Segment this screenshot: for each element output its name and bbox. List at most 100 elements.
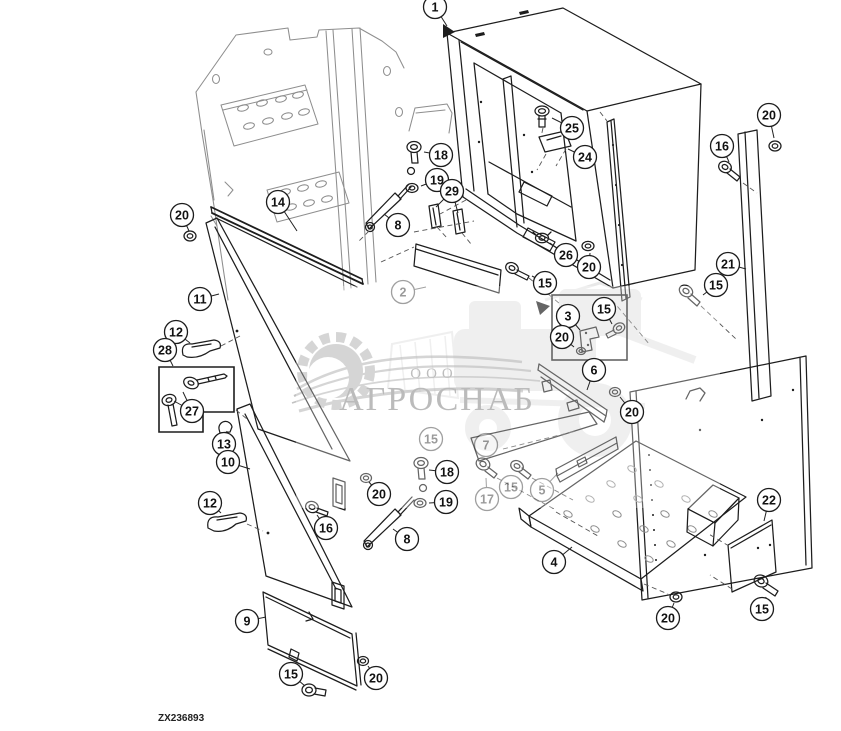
svg-text:15: 15 <box>538 277 552 291</box>
watermark-company-name: АГРОСНАБ <box>339 381 535 418</box>
cab-frame-reference <box>195 27 453 301</box>
callout-6: 6 <box>581 357 607 391</box>
svg-text:17: 17 <box>480 493 494 507</box>
callout-15: 15 <box>531 270 558 296</box>
callout-11: 11 <box>187 286 220 312</box>
side-wall-panel <box>606 118 631 302</box>
svg-text:20: 20 <box>369 672 383 686</box>
callout-20: 20 <box>366 481 392 507</box>
ball-stud-lower <box>418 483 428 493</box>
svg-text:7: 7 <box>483 439 490 453</box>
bolt-17 <box>475 457 498 479</box>
svg-text:14: 14 <box>271 196 285 210</box>
seal-strip-14 <box>210 206 364 288</box>
svg-text:6: 6 <box>591 364 598 378</box>
svg-text:15: 15 <box>755 603 769 617</box>
washer-20-mid <box>359 472 373 484</box>
callout-18: 18 <box>423 142 454 168</box>
enclosure-hardware <box>428 105 595 281</box>
bolt-18-lower <box>413 456 429 480</box>
svg-text:15: 15 <box>424 433 438 447</box>
callout-8: 8 <box>383 212 411 238</box>
door-panel-11 <box>205 217 351 462</box>
svg-text:20: 20 <box>372 488 386 502</box>
svg-text:18: 18 <box>440 466 454 480</box>
svg-text:5: 5 <box>539 484 546 498</box>
callout-28: 28 <box>152 337 178 367</box>
battery-support-panel <box>629 355 813 601</box>
bolt-25 <box>534 105 550 128</box>
svg-text:4: 4 <box>551 556 558 570</box>
callout-5: 5 <box>529 472 559 503</box>
door-panel-10 <box>236 403 353 610</box>
svg-text:19: 19 <box>430 174 444 188</box>
support-rail-6 <box>537 363 608 423</box>
side-strip-21 <box>737 129 772 402</box>
cover-plate-7 <box>470 411 598 462</box>
callout-25: 25 <box>551 115 585 141</box>
svg-text:20: 20 <box>625 406 639 420</box>
svg-text:25: 25 <box>565 122 579 136</box>
callout-8: 8 <box>392 526 420 552</box>
latch-handle-12-upper <box>181 339 221 358</box>
washer-20-top-left <box>183 230 197 242</box>
callout-15: 15 <box>702 272 729 298</box>
key-1 <box>183 373 228 390</box>
gas-strut-upper <box>364 140 422 233</box>
bolt-15-detail <box>605 322 626 339</box>
svg-text:16: 16 <box>715 140 729 154</box>
callout-13: 13 <box>211 430 237 457</box>
callout-layer: 1181929252414820111228271310121620181989… <box>152 0 782 691</box>
svg-text:10: 10 <box>221 456 235 470</box>
nut-26 <box>532 231 552 244</box>
callout-24: 24 <box>567 144 598 170</box>
assembly-arrowhead <box>443 24 455 38</box>
callout-20: 20 <box>756 102 782 139</box>
callout-26: 26 <box>549 242 579 268</box>
callout-21: 21 <box>715 251 747 277</box>
svg-text:9: 9 <box>244 615 251 629</box>
svg-text:20: 20 <box>175 209 189 223</box>
svg-text:12: 12 <box>203 497 217 511</box>
svg-text:20: 20 <box>582 261 596 275</box>
alignment-dashes <box>220 111 758 595</box>
bolt-15-mid <box>510 459 532 480</box>
callout-20: 20 <box>169 202 195 232</box>
lower-panel-9 <box>262 591 370 697</box>
callout-20: 20 <box>619 396 645 425</box>
callout-9: 9 <box>234 608 267 634</box>
callout-20: 20 <box>549 324 575 350</box>
step-tread-slots-lower <box>279 180 333 211</box>
callout-14: 14 <box>265 189 298 232</box>
callout-12: 12 <box>163 319 191 345</box>
svg-text:18: 18 <box>434 149 448 163</box>
svg-text:13: 13 <box>217 438 231 452</box>
callout-15: 15 <box>418 426 444 452</box>
svg-text:24: 24 <box>578 151 592 165</box>
svg-text:15: 15 <box>597 303 611 317</box>
key-2 <box>161 393 178 427</box>
svg-text:20: 20 <box>762 109 776 123</box>
callout-19: 19 <box>428 489 459 515</box>
battery-tray-4 <box>518 440 747 592</box>
svg-text:8: 8 <box>395 219 402 233</box>
washer-20-detail <box>575 346 587 356</box>
support-rail-5 <box>555 436 619 483</box>
clip-plate-24 <box>538 130 572 153</box>
svg-text:16: 16 <box>319 522 333 536</box>
bolt-15-right <box>678 284 701 307</box>
callout-15: 15 <box>278 661 306 687</box>
inner-bracket-box <box>686 484 740 547</box>
callout-22: 22 <box>756 487 782 522</box>
callout-1: 1 <box>422 0 448 27</box>
svg-text:3: 3 <box>565 310 572 324</box>
svg-text:29: 29 <box>445 185 459 199</box>
washer-20-bottom-right <box>669 591 683 603</box>
access-panel-22 <box>727 519 777 593</box>
callout-16: 16 <box>313 514 339 541</box>
dome-plug-13 <box>218 420 233 434</box>
svg-text:28: 28 <box>158 344 172 358</box>
callout-16: 16 <box>709 133 735 163</box>
svg-text:12: 12 <box>169 326 183 340</box>
